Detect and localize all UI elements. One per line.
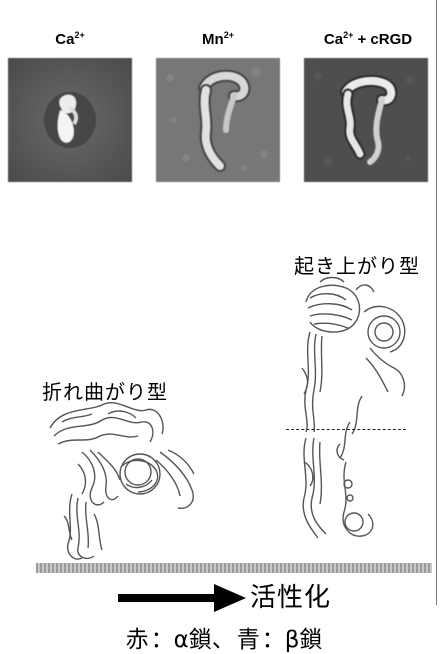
panel-label-mn: Mn2+ bbox=[156, 30, 280, 48]
bent-integrin-structure bbox=[38, 392, 208, 567]
caption-red: 赤 bbox=[126, 627, 149, 653]
caption-alpha-chain: ：α鎖、 bbox=[151, 627, 235, 653]
color-legend-caption: 赤：α鎖、青：β鎖 bbox=[0, 620, 448, 654]
cell-membrane-bar bbox=[36, 563, 432, 573]
dashed-divider-line bbox=[286, 429, 406, 430]
em-image-ca bbox=[8, 58, 132, 182]
activation-label: 活性化 bbox=[250, 577, 331, 614]
frame-border bbox=[436, 0, 437, 605]
extended-integrin-structure bbox=[290, 272, 420, 564]
em-image-ca-crgd bbox=[304, 58, 428, 182]
em-image-mn bbox=[156, 58, 280, 182]
panel-label-ca-crgd: Ca2+ + cRGD bbox=[300, 30, 436, 48]
caption-blue: 青 bbox=[237, 627, 260, 653]
caption-beta-chain: ：β鎖 bbox=[262, 627, 323, 653]
activation-arrow-icon bbox=[118, 583, 248, 613]
panel-label-ca: Ca2+ bbox=[8, 30, 132, 48]
